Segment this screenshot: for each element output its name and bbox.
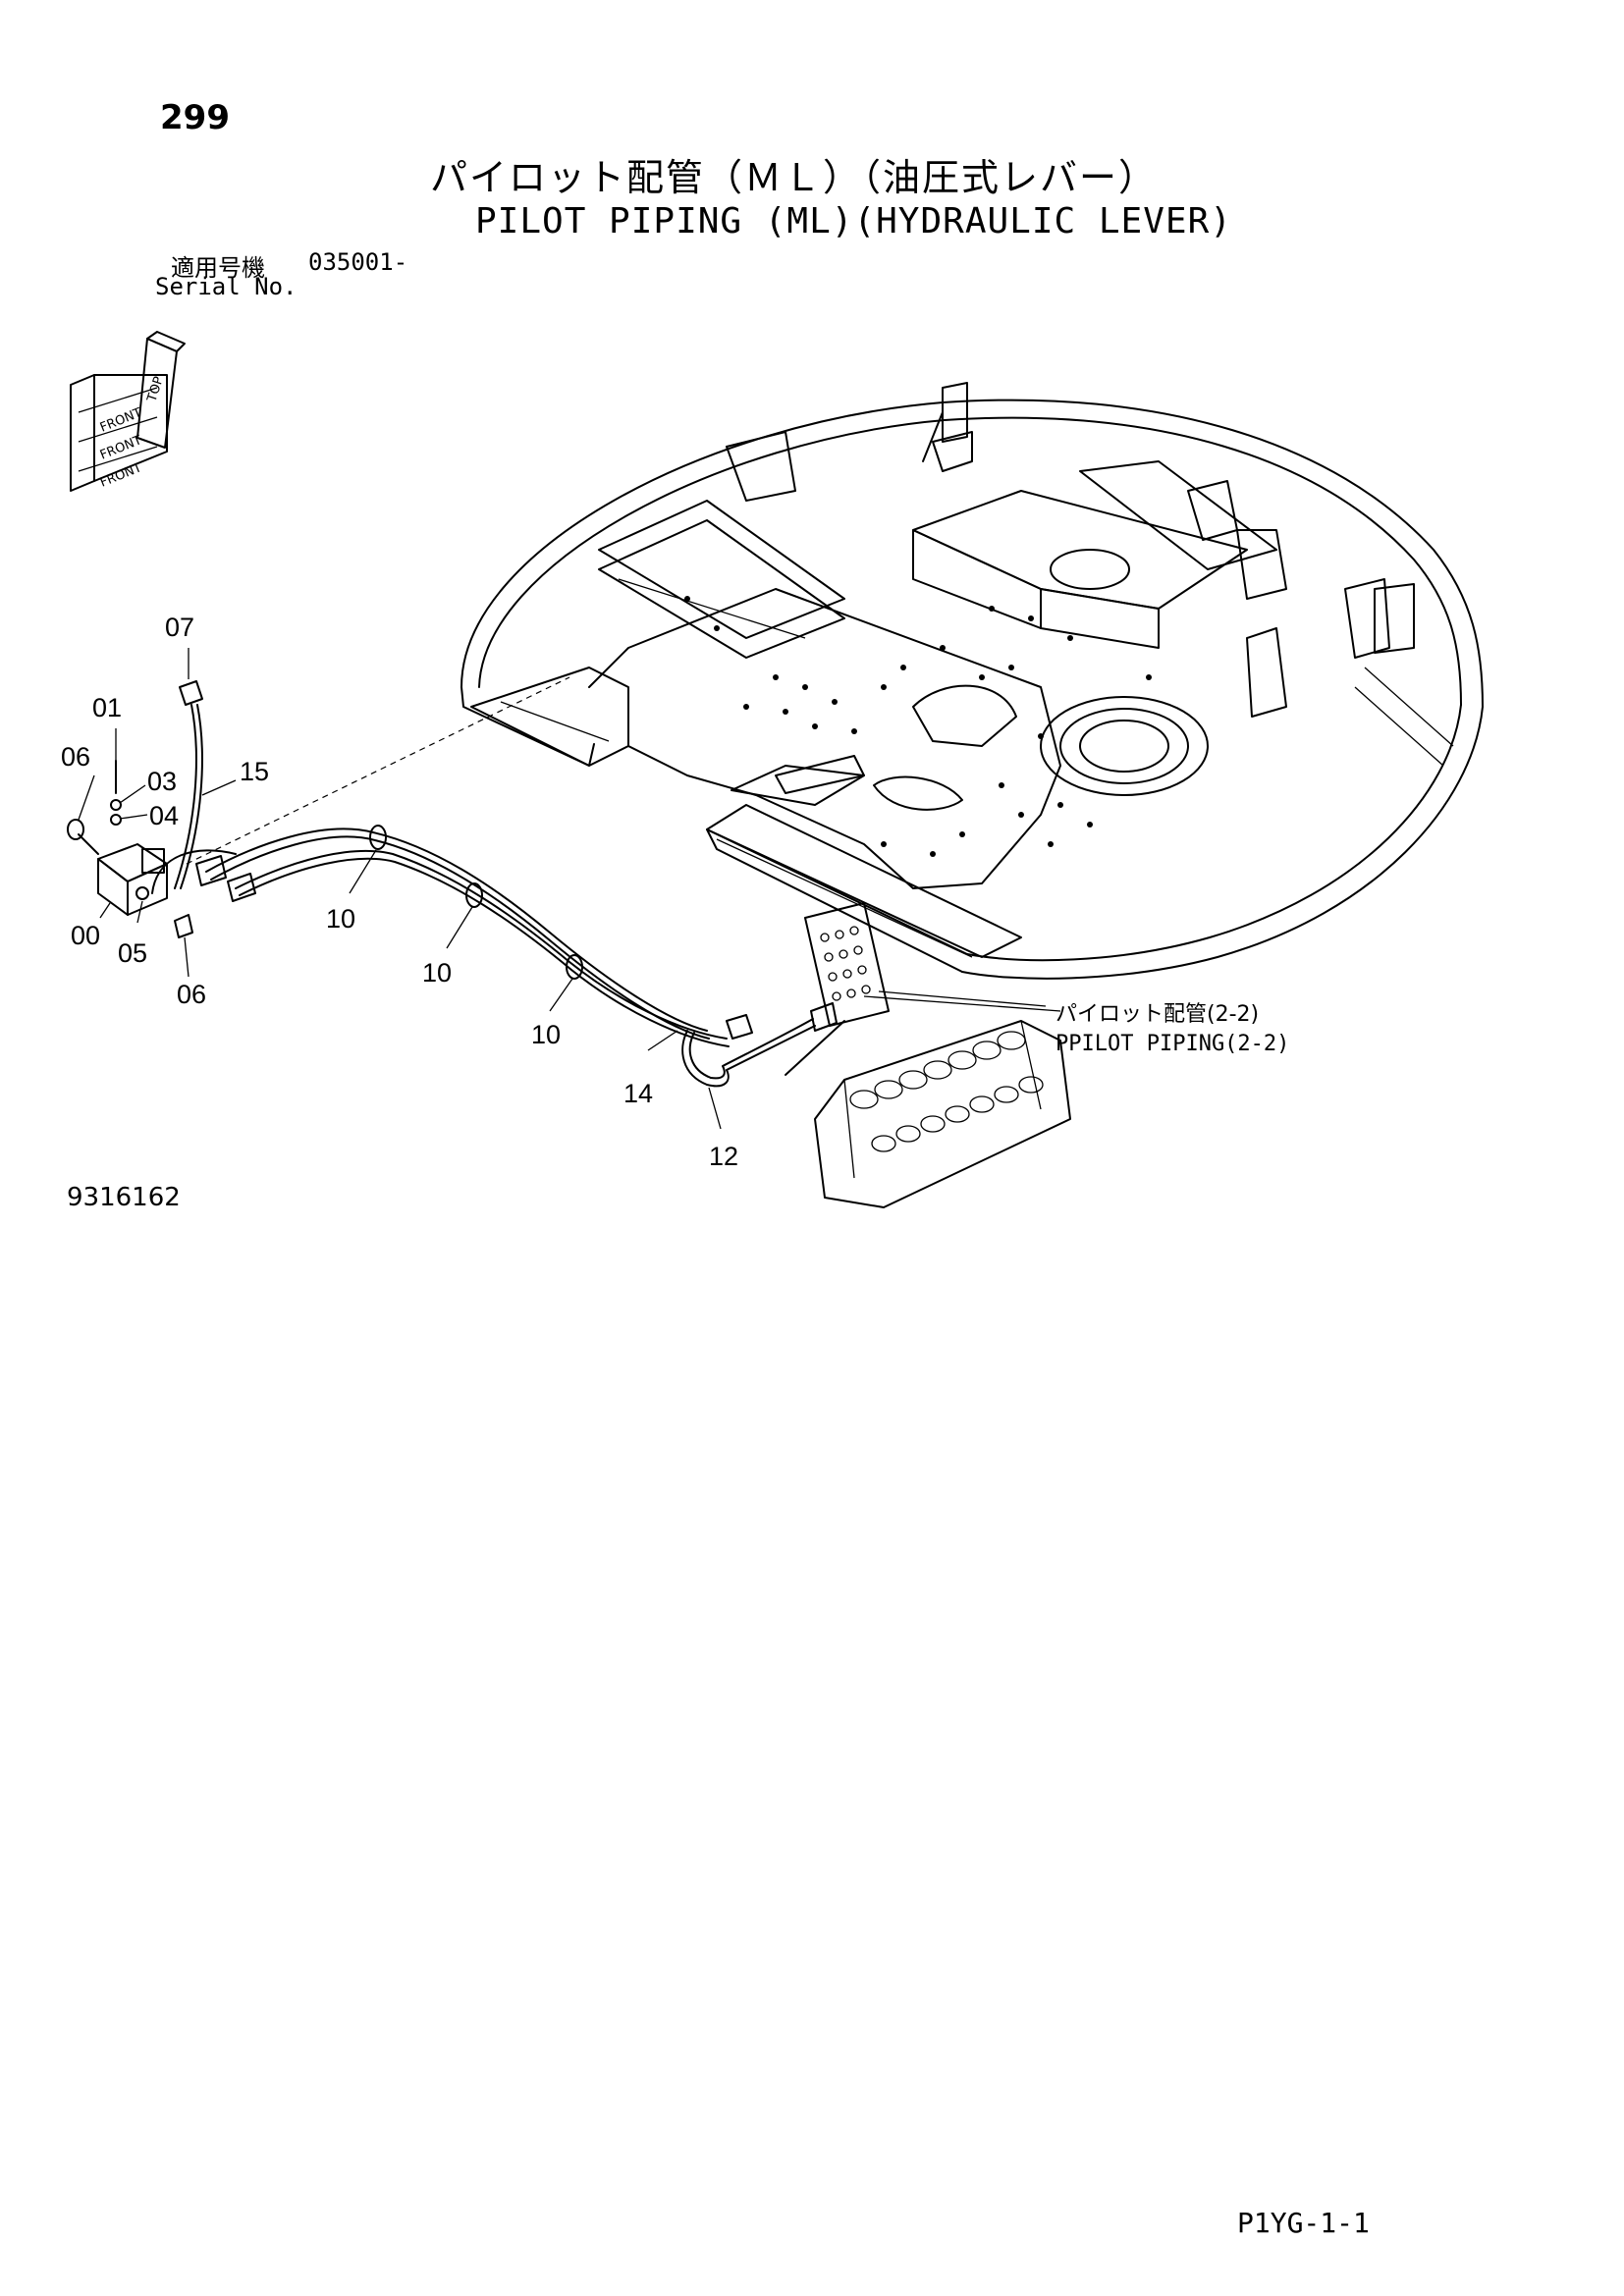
serial-label-english: Serial No. bbox=[155, 273, 298, 300]
page-number: 299 bbox=[160, 98, 230, 137]
serial-number-value: 035001- bbox=[308, 248, 408, 276]
callout-07: 07 bbox=[165, 613, 194, 642]
serial-label-japanese: 適用号機 bbox=[171, 254, 265, 282]
callout-12: 12 bbox=[709, 1142, 738, 1171]
callout-10-second: 10 bbox=[422, 958, 452, 988]
callout-04: 04 bbox=[149, 801, 179, 830]
callout-01: 01 bbox=[92, 693, 122, 722]
page-title-english: PILOT PIPING (ML)(HYDRAULIC LEVER) bbox=[475, 201, 1232, 241]
callout-06-lower: 06 bbox=[177, 980, 206, 1009]
callout-03: 03 bbox=[147, 767, 177, 796]
page-code: P1YG-1-1 bbox=[1237, 2207, 1370, 2239]
orientation-cube-icon: TOP FRONT FRONT FRONT bbox=[70, 331, 186, 492]
pilot-hoses bbox=[195, 825, 838, 1088]
callout-05: 05 bbox=[118, 938, 147, 968]
drawing-number: 9316162 bbox=[67, 1183, 181, 1212]
callout-14: 14 bbox=[623, 1079, 653, 1108]
callout-15: 15 bbox=[240, 757, 269, 786]
upper-frame-drawing bbox=[460, 382, 1484, 980]
callout-labels: 07 01 06 03 15 04 00 05 06 10 10 10 14 1… bbox=[61, 613, 738, 1171]
callout-06-upper: 06 bbox=[61, 742, 90, 772]
cross-reference-label-english: PPILOT PIPING(2-2) bbox=[1056, 1032, 1289, 1056]
control-valve-drawing bbox=[785, 902, 1071, 1208]
cross-reference: パイロット配管(2-2) PPILOT PIPING(2-2) bbox=[1056, 1002, 1289, 1056]
callout-00: 00 bbox=[71, 921, 100, 950]
orientation-label-front-3: FRONT bbox=[98, 460, 144, 491]
callout-10-first: 10 bbox=[326, 904, 355, 934]
page-title-japanese: パイロット配管（ＭＬ）（油圧式レバー） bbox=[430, 156, 1159, 199]
pilot-valve-assembly bbox=[67, 680, 237, 938]
callout-10-third: 10 bbox=[531, 1020, 561, 1049]
cross-reference-label-japanese: パイロット配管(2-2) bbox=[1056, 1002, 1259, 1027]
leader-lines bbox=[78, 648, 1047, 1130]
orientation-label-top: TOP bbox=[144, 375, 167, 404]
